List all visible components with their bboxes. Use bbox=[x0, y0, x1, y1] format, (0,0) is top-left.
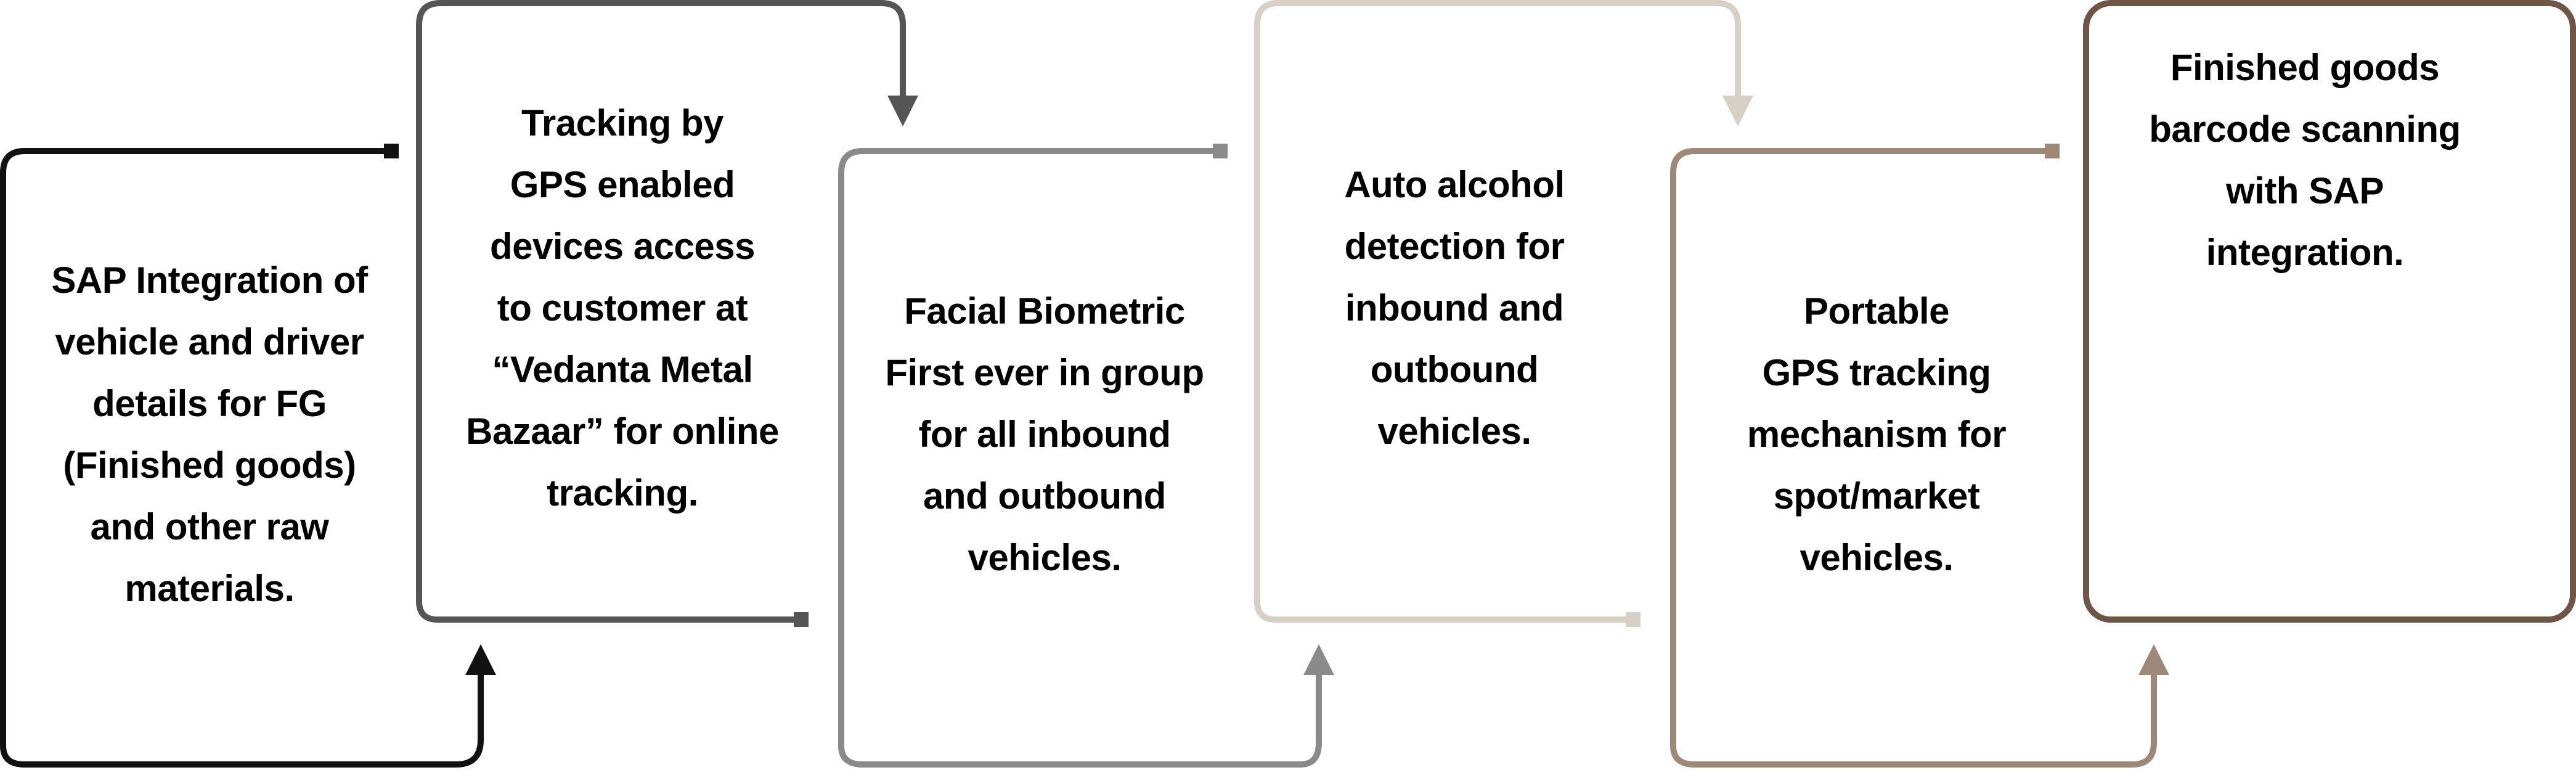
step-box-4 bbox=[1254, 0, 1753, 627]
step-5-arrowhead bbox=[2138, 644, 2169, 675]
step-2-outline bbox=[416, 0, 906, 623]
step-2-arrowhead bbox=[887, 96, 918, 126]
step-box-1 bbox=[0, 144, 496, 768]
step-4-text: Auto alcohol detection for inbound and o… bbox=[1344, 164, 1565, 452]
step-6-outline bbox=[2083, 0, 2576, 623]
step-4-end-dot bbox=[1626, 612, 1641, 627]
step-3-end-dot bbox=[1213, 144, 1228, 158]
step-1-text: SAP Integration of vehicle and driver de… bbox=[51, 260, 368, 609]
step-5-end-dot bbox=[2045, 144, 2060, 158]
step-box-5 bbox=[1670, 144, 2169, 768]
step-2-text: Tracking by GPS enabled devices access t… bbox=[466, 102, 779, 514]
step-4-outline bbox=[1254, 0, 1741, 623]
step-box-3 bbox=[838, 144, 1334, 768]
step-4-arrowhead bbox=[1722, 96, 1753, 126]
step-1-end-dot bbox=[384, 144, 399, 158]
step-6-text: Finished goods barcode scanning with SAP… bbox=[2149, 47, 2461, 273]
step-5-outline bbox=[1670, 148, 2157, 768]
step-5-text: Portable GPS tracking mechanism for spot… bbox=[1747, 290, 2007, 578]
step-3-arrowhead bbox=[1303, 644, 1334, 675]
step-2-end-dot bbox=[794, 612, 809, 627]
step-box-2 bbox=[416, 0, 918, 627]
step-1-outline bbox=[0, 148, 484, 768]
step-3-text: Facial Biometric First ever in group for… bbox=[885, 290, 1204, 578]
step-3-outline bbox=[838, 148, 1322, 768]
step-1-arrowhead bbox=[465, 644, 496, 675]
step-box-6 bbox=[2083, 0, 2576, 623]
